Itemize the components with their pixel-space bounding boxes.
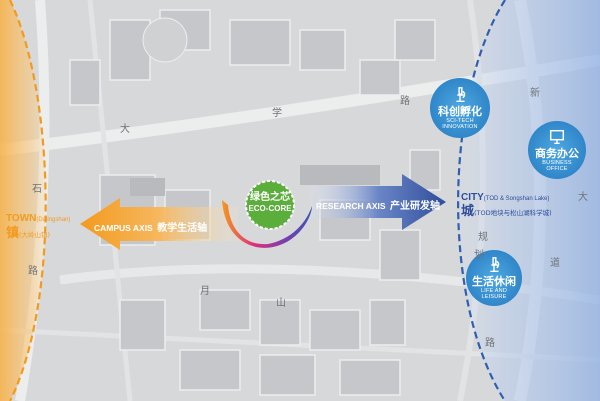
badge-business-cn: 商务办公 [535, 146, 579, 160]
city-label: CITY(TOD & Songshan Lake) [461, 187, 549, 205]
research-axis-en: RESEARCH AXIS [316, 201, 386, 211]
microscope-icon [490, 256, 500, 272]
road-label-char: 大 [120, 124, 130, 135]
road-label-char: 石 [32, 184, 42, 195]
campus-axis-arrow [80, 198, 238, 250]
badge-sci-tech-en1: SCI-TECH [446, 117, 474, 124]
city-title-cn-sub: (TOD地块与松山湖科学城) [474, 209, 552, 217]
research-axis-cn: 产业研发轴 [390, 201, 441, 212]
town-label: TOWN(Dalingshan) [6, 208, 70, 226]
badge-life-en1: LIFE AND [480, 287, 508, 294]
road-label-char: 路 [400, 96, 410, 107]
badge-circle-1 [430, 78, 490, 138]
road-label-char: 大 [578, 192, 588, 203]
road-label-char: 规 [478, 232, 488, 243]
badge-sci-tech: 科创孵化 SCI-TECH INNOVATION [430, 78, 490, 138]
town-zone-shape [0, 0, 46, 401]
town-title-en: TOWN [6, 213, 37, 224]
badge-circle-2 [528, 121, 586, 179]
town-title-en-sub: (Dalingshan) [36, 217, 71, 223]
eco-core-swoosh [222, 200, 312, 248]
campus-axis-en: CAMPUS AXIS [94, 223, 153, 233]
city-title-en: CITY [461, 192, 484, 203]
city-label-cn: 城(TOD地块与松山湖科学城) [461, 200, 552, 220]
city-zone-border [457, 0, 506, 401]
badge-business-en1: BUSINESS [542, 159, 572, 166]
campus-axis-cn: 教学生活轴 [157, 223, 208, 234]
eco-core-circle [245, 180, 295, 230]
road-label-char: 新 [530, 88, 540, 99]
research-axis-arrow [310, 174, 446, 230]
badge-business: 商务办公 BUSINESS OFFICE [528, 121, 586, 179]
campus-axis-label: CAMPUS AXIS 教学生活轴 [94, 218, 207, 236]
town-label-cn: 镇(大岭山镇) [6, 222, 50, 242]
road-label-char: 月 [200, 286, 210, 297]
city-title-en-sub: (TOD & Songshan Lake) [483, 196, 550, 202]
badge-business-en2: OFFICE [546, 166, 568, 172]
road-label-char: 划 [474, 250, 484, 261]
road-label-char: 道 [550, 258, 560, 269]
town-title-cn-sub: (大岭山镇) [19, 231, 51, 239]
road-label-char: 学 [272, 108, 282, 119]
eco-core-label: 绿色之芯 ECO-CORE [246, 192, 294, 214]
town-title-cn: 镇 [6, 226, 20, 241]
city-title-cn: 城 [461, 204, 475, 219]
badge-life-en2: LEISURE [481, 294, 507, 300]
computer-icon [549, 129, 565, 144]
microscope-icon [456, 86, 466, 102]
badge-life-cn: 生活休闲 [472, 274, 516, 288]
road-label-char: 路 [485, 338, 495, 349]
eco-core-en: ECO-CORE [248, 204, 292, 213]
road-label-char: 山 [276, 298, 286, 309]
badge-life: 生活休闲 LIFE AND LEISURE [466, 250, 522, 306]
road-label-char: 路 [28, 266, 38, 277]
badge-circle-3 [466, 250, 522, 306]
research-axis-label: RESEARCH AXIS 产业研发轴 [316, 196, 440, 214]
badge-sci-tech-cn: 科创孵化 [438, 104, 482, 118]
town-zone-border [9, 0, 47, 401]
badge-sci-tech-en2: INNOVATION [442, 124, 478, 130]
eco-core-cn: 绿色之芯 [250, 192, 290, 203]
